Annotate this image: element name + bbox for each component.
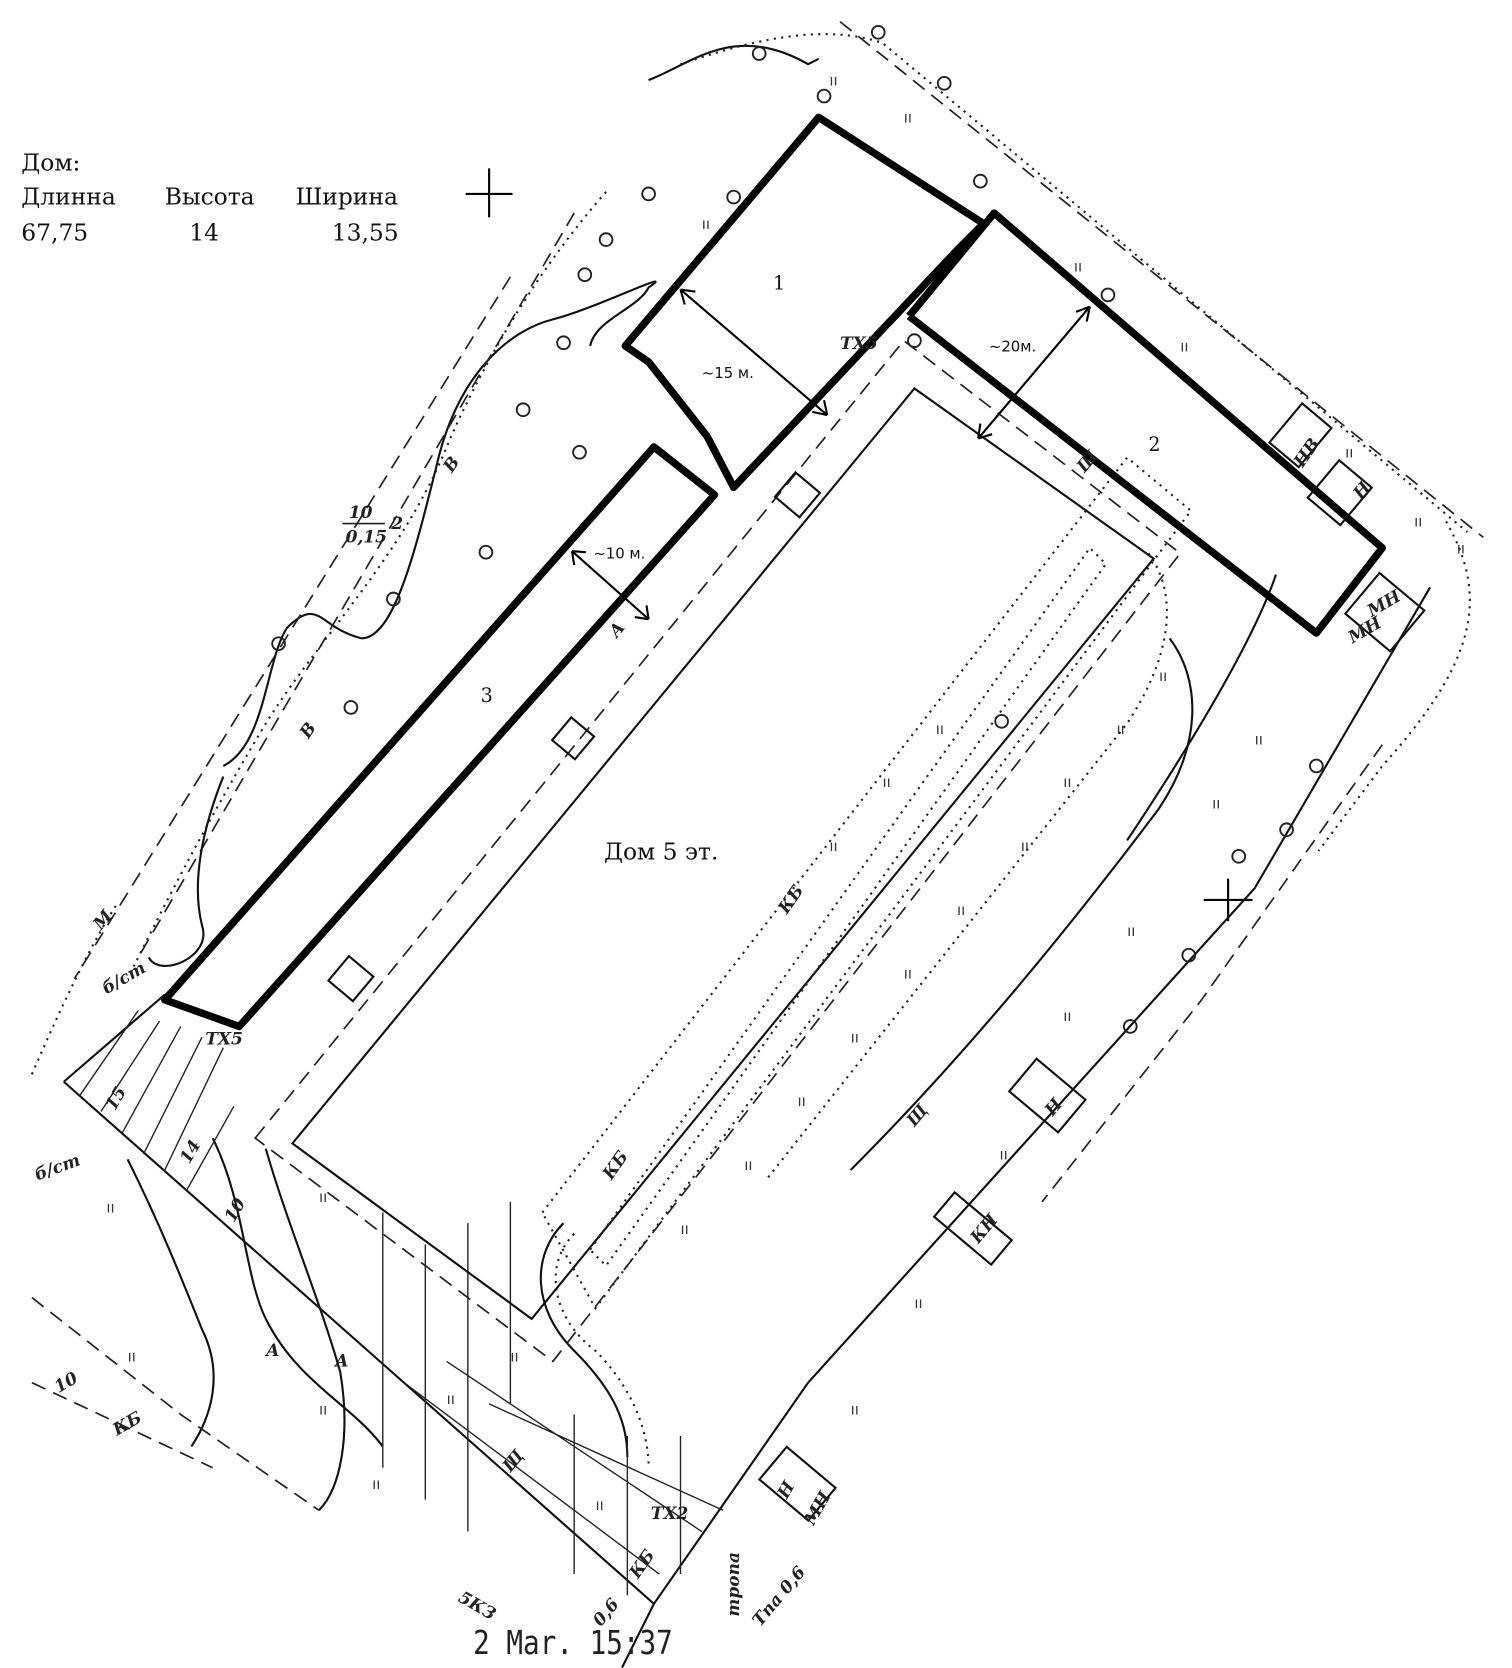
small-structures — [326, 401, 1426, 1522]
plot-boundary — [63, 586, 1432, 1668]
crosshair-icon — [465, 168, 513, 218]
label-a-1: А — [264, 1341, 280, 1361]
legend-value-length: 67,75 — [21, 219, 88, 247]
hatched-area — [79, 1010, 724, 1596]
svg-text:ıı: ıı — [1127, 922, 1135, 940]
label-bcm-1: б/ст — [99, 958, 150, 999]
label-kb-4: КБ — [625, 1546, 659, 1583]
svg-text:ıı: ıı — [372, 1475, 380, 1493]
label-kb-2: КБ — [599, 1147, 633, 1184]
svg-text:ıı: ıı — [319, 1401, 327, 1419]
svg-text:ıı: ıı — [904, 965, 912, 983]
map-labels: 10 0,15 2 В В М ТХ5 ТХ5 ТХ2 КБ КБ КБ КБ … — [32, 334, 1405, 1630]
building-1-distance: ~15 м. — [702, 364, 754, 382]
svg-text:ıı: ıı — [1021, 837, 1029, 855]
building-1: 1 ~15 м. — [621, 113, 988, 492]
elevation-top: 10 — [349, 503, 373, 523]
svg-text:ıı: ıı — [851, 1401, 859, 1419]
label-tropa: тропа — [724, 1552, 744, 1617]
elevation-bottom: 0,15 — [346, 528, 387, 548]
label-tx5-left: ТХ5 — [205, 1030, 243, 1050]
label-kh: КН — [966, 1210, 1003, 1248]
main-house-label: Дом 5 эт. — [604, 838, 718, 866]
building-3: 3 ~10 м. — [161, 443, 719, 1031]
svg-text:ıı: ıı — [106, 1199, 114, 1217]
legend-title: Дом: — [21, 149, 80, 177]
svg-text:ıı: ıı — [744, 1156, 752, 1174]
svg-text:ıı: ıı — [681, 1220, 689, 1238]
svg-text:ıı: ıı — [851, 1028, 859, 1046]
svg-text:ıı: ıı — [1180, 337, 1188, 355]
label-kb-3: КБ — [109, 1408, 146, 1441]
tree-icons — [271, 24, 1324, 1034]
svg-text:ıı: ıı — [797, 1092, 805, 1110]
svg-text:ıı: ıı — [1159, 667, 1167, 685]
building-2-distance: ~20м. — [989, 337, 1036, 355]
svg-text:ıı: ıı — [1212, 794, 1220, 812]
building-2-number: 2 — [1148, 433, 1160, 456]
elevation-suffix: 2 — [390, 514, 403, 534]
label-n-3: Н — [773, 1477, 799, 1503]
building-1-number: 1 — [773, 272, 785, 295]
svg-text:ıı: ıı — [999, 1145, 1007, 1163]
svg-text:ıı: ıı — [1063, 1007, 1071, 1025]
svg-text:ıı: ıı — [1116, 720, 1124, 738]
svg-text:ıı: ıı — [1414, 513, 1422, 531]
label-bcm-2: б/ст — [32, 1151, 83, 1186]
label-10: 10 — [221, 1195, 250, 1226]
svg-text:ıı: ıı — [904, 109, 912, 127]
svg-text:ıı: ıı — [510, 1347, 518, 1365]
scan-timestamp: 2 Mar. 15:37 — [473, 1625, 673, 1663]
label-m: М — [89, 906, 118, 935]
line-b-1: В — [439, 453, 464, 477]
building-3-number: 3 — [481, 684, 493, 707]
svg-text:ıı: ıı — [914, 1294, 922, 1312]
label-a-2: А — [333, 1352, 349, 1372]
legend-header-length: Длинна — [21, 183, 116, 211]
label-14: 14 — [176, 1137, 205, 1168]
label-15: 15 — [102, 1084, 131, 1115]
svg-text:ıı: ıı — [829, 837, 837, 855]
house-dimensions-legend: Дом: Длинна Высота Ширина 67,75 14 13,55 — [21, 149, 398, 247]
svg-text:ıı: ıı — [319, 1188, 327, 1206]
svg-text:ıı: ıı — [1345, 444, 1353, 462]
svg-text:ıı: ıı — [1074, 258, 1082, 276]
svg-text:ıı: ıı — [595, 1496, 603, 1514]
legend-header-height: Высота — [165, 183, 255, 211]
legend-header-width: Ширина — [296, 183, 398, 211]
svg-text:ıı: ıı — [957, 901, 965, 919]
label-5k3: 5КЗ — [455, 1588, 499, 1625]
svg-text:ıı: ıı — [936, 720, 944, 738]
svg-text:ıı: ıı — [128, 1347, 136, 1365]
label-sh-2: Щ — [902, 1100, 933, 1131]
svg-text:ıı: ıı — [702, 215, 710, 233]
svg-text:ıı: ıı — [829, 71, 837, 89]
terrain-contours — [30, 20, 1484, 1512]
svg-text:ıı: ıı — [1457, 539, 1465, 557]
label-kb-1: КБ — [774, 881, 808, 918]
label-tx2: ТХ2 — [651, 1504, 689, 1524]
line-b-2: В — [295, 719, 320, 743]
label-n-1: Н — [1349, 477, 1376, 504]
label-a-3: А — [604, 618, 630, 643]
main-house: Дом 5 эт. — [253, 339, 1193, 1363]
building-3-distance: ~10 м. — [593, 545, 645, 563]
label-n-2: Н — [1041, 1094, 1068, 1121]
building-2: 2 ~20м. — [906, 209, 1386, 637]
svg-text:ıı: ıı — [1255, 731, 1263, 749]
svg-text:ıı: ıı — [447, 1390, 455, 1408]
svg-text:ıı: ıı — [1063, 773, 1071, 791]
label-nb: НВ — [1290, 435, 1324, 472]
label-tx5-top: ТХ5 — [840, 334, 878, 354]
legend-value-height: 14 — [189, 219, 219, 247]
svg-text:ıı: ıı — [883, 773, 891, 791]
label-tpa: Тпа 0,6 — [749, 1563, 810, 1631]
legend-value-width: 13,55 — [332, 219, 399, 247]
